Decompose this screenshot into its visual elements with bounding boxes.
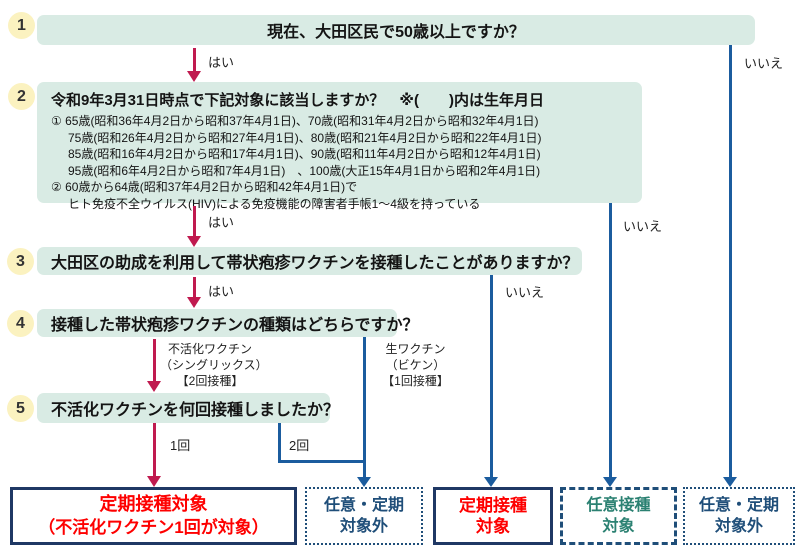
q3-no-label: いいえ <box>505 285 545 300</box>
question-4-number: 4 <box>7 310 34 337</box>
question-1-text: 現在、大田区民で50歳以上ですか？ <box>267 24 525 41</box>
question-2-line-5: ② 60歳から64歳(昭和37年4月2日から昭和42年4月1日)で <box>51 180 358 194</box>
q5-one-dose-arrow-down-icon <box>147 476 161 487</box>
q3-no-line <box>490 275 493 478</box>
result-not-eligible-box-1: 任意・定期 対象外 <box>305 487 423 545</box>
question-1-number-label: 1 <box>17 16 26 34</box>
inactivated-label-line1: 不活化ワクチン <box>167 342 252 356</box>
q5-two-dose-line-horizontal <box>278 460 366 463</box>
q5-one-dose-label: 1回 <box>170 438 191 453</box>
inactivated-label-line3: 【2回接種】 <box>176 374 244 388</box>
q2-no-line <box>609 203 612 478</box>
question-2-line-2: 75歳(昭和26年4月2日から昭和27年4月1日)、80歳(昭和21年4月2日か… <box>68 130 542 145</box>
question-5-number-label: 5 <box>16 399 25 417</box>
question-2-line-1: ① 65歳(昭和36年4月2日から昭和37年4月1日)、70歳(昭和31年4月2… <box>51 114 539 128</box>
q4-live-arrow-down-icon <box>357 477 371 487</box>
q1-yes-label: はい <box>208 55 235 70</box>
question-2-number: 2 <box>8 83 35 110</box>
question-2-box: 令和9年3月31日時点で下記対象に該当しますか？ ※( )内は生年月日 ① 65… <box>37 82 642 211</box>
result-routine-line2: 対象 <box>476 517 510 536</box>
result-routine-one-dose-box: 定期接種対象 （不活化ワクチン1回が対象） <box>10 487 297 545</box>
result-not-eligible-1-line2: 対象外 <box>339 518 388 535</box>
question-3-number: 3 <box>7 248 34 275</box>
question-3-number-label: 3 <box>16 252 25 270</box>
q3-no-arrow-down-icon <box>484 477 498 487</box>
question-1-box: 現在、大田区民で50歳以上ですか？ <box>37 15 755 45</box>
q4-inactivated-line <box>153 339 156 382</box>
q1-no-line <box>729 45 732 478</box>
question-4-box: 接種した帯状疱疹ワクチンの種類はどちらですか？ <box>37 309 419 337</box>
question-5-box: 不活化ワクチンを何回接種しましたか？ <box>37 393 339 423</box>
inactivated-label-line2: （シングリックス） <box>160 358 268 372</box>
question-3-text: 大田区の助成を利用して帯状疱疹ワクチンを接種したことがありますか？ <box>51 255 579 272</box>
question-4-number-label: 4 <box>16 314 25 332</box>
q4-live-label: 生ワクチン （ビケン） 【1回接種】 <box>373 341 458 389</box>
result-voluntary-box: 任意接種 対象 <box>560 487 677 545</box>
question-4-text: 接種した帯状疱疹ワクチンの種類はどちらですか？ <box>51 317 419 334</box>
question-2-line-4: 95歳(昭和6年4月2日から昭和7年4月1日) 、100歳(大正15年4月1日か… <box>68 163 541 178</box>
result-not-eligible-box-2: 任意・定期 対象外 <box>683 487 795 545</box>
question-5-text: 不活化ワクチンを何回接種しましたか？ <box>51 402 340 419</box>
q4-inactivated-arrow-down-icon <box>147 381 161 392</box>
q2-no-label: いいえ <box>623 219 663 234</box>
live-label-line1: 生ワクチン <box>385 342 446 356</box>
question-2-line-3: 85歳(昭和16年4月2日から昭和17年4月1日)、90歳(昭和11年4月2日か… <box>68 147 541 161</box>
q3-yes-arrow-down-icon <box>187 297 201 308</box>
question-5-number: 5 <box>7 395 34 422</box>
q2-no-arrow-down-icon <box>603 477 617 487</box>
q3-yes-label: はい <box>208 284 235 299</box>
live-label-line2: （ビケン） <box>385 358 446 372</box>
result-voluntary-line1: 任意接種 <box>586 497 651 514</box>
q2-yes-line <box>193 206 196 237</box>
result-not-eligible-2-line1: 任意・定期 <box>698 497 779 514</box>
question-2-number-label: 2 <box>17 87 26 105</box>
q1-no-arrow-down-icon <box>723 477 737 487</box>
result-routine-line1: 定期接種 <box>459 496 527 515</box>
q4-inactivated-label: 不活化ワクチン （シングリックス） 【2回接種】 <box>160 341 268 389</box>
result-voluntary-line2: 対象 <box>602 518 635 535</box>
q2-yes-arrow-down-icon <box>187 236 201 247</box>
question-2-title: 令和9年3月31日時点で下記対象に該当しますか？ ※( )内は生年月日 <box>51 92 544 109</box>
question-2-line-6: ヒト免疫不全ウイルス(HIV)による免疫機能の障害者手帳1～4級を持っている <box>68 196 481 211</box>
q5-one-dose-line <box>153 423 156 477</box>
result-routine-one-dose-line1: 定期接種対象 <box>99 494 208 514</box>
q1-yes-arrow-down-icon <box>187 71 201 82</box>
q1-no-label: いいえ <box>744 56 784 71</box>
q2-yes-label: はい <box>208 215 235 230</box>
q5-two-dose-line-vertical <box>278 423 281 463</box>
q3-yes-line <box>193 277 196 298</box>
question-1-number: 1 <box>8 12 35 39</box>
question-2-body: ① 65歳(昭和36年4月2日から昭和37年4月1日)、70歳(昭和31年4月2… <box>51 113 632 212</box>
q1-yes-line <box>193 48 196 72</box>
result-not-eligible-1-line1: 任意・定期 <box>323 497 404 514</box>
q5-two-dose-label: 2回 <box>289 438 310 453</box>
result-routine-one-dose-line2: （不活化ワクチン1回が対象） <box>38 518 269 537</box>
result-routine-box: 定期接種 対象 <box>433 487 553 545</box>
question-3-box: 大田区の助成を利用して帯状疱疹ワクチンを接種したことがありますか？ <box>37 247 582 275</box>
result-not-eligible-2-line2: 対象外 <box>714 518 763 535</box>
q4-live-line <box>363 337 366 478</box>
live-label-line3: 【1回接種】 <box>382 374 449 388</box>
